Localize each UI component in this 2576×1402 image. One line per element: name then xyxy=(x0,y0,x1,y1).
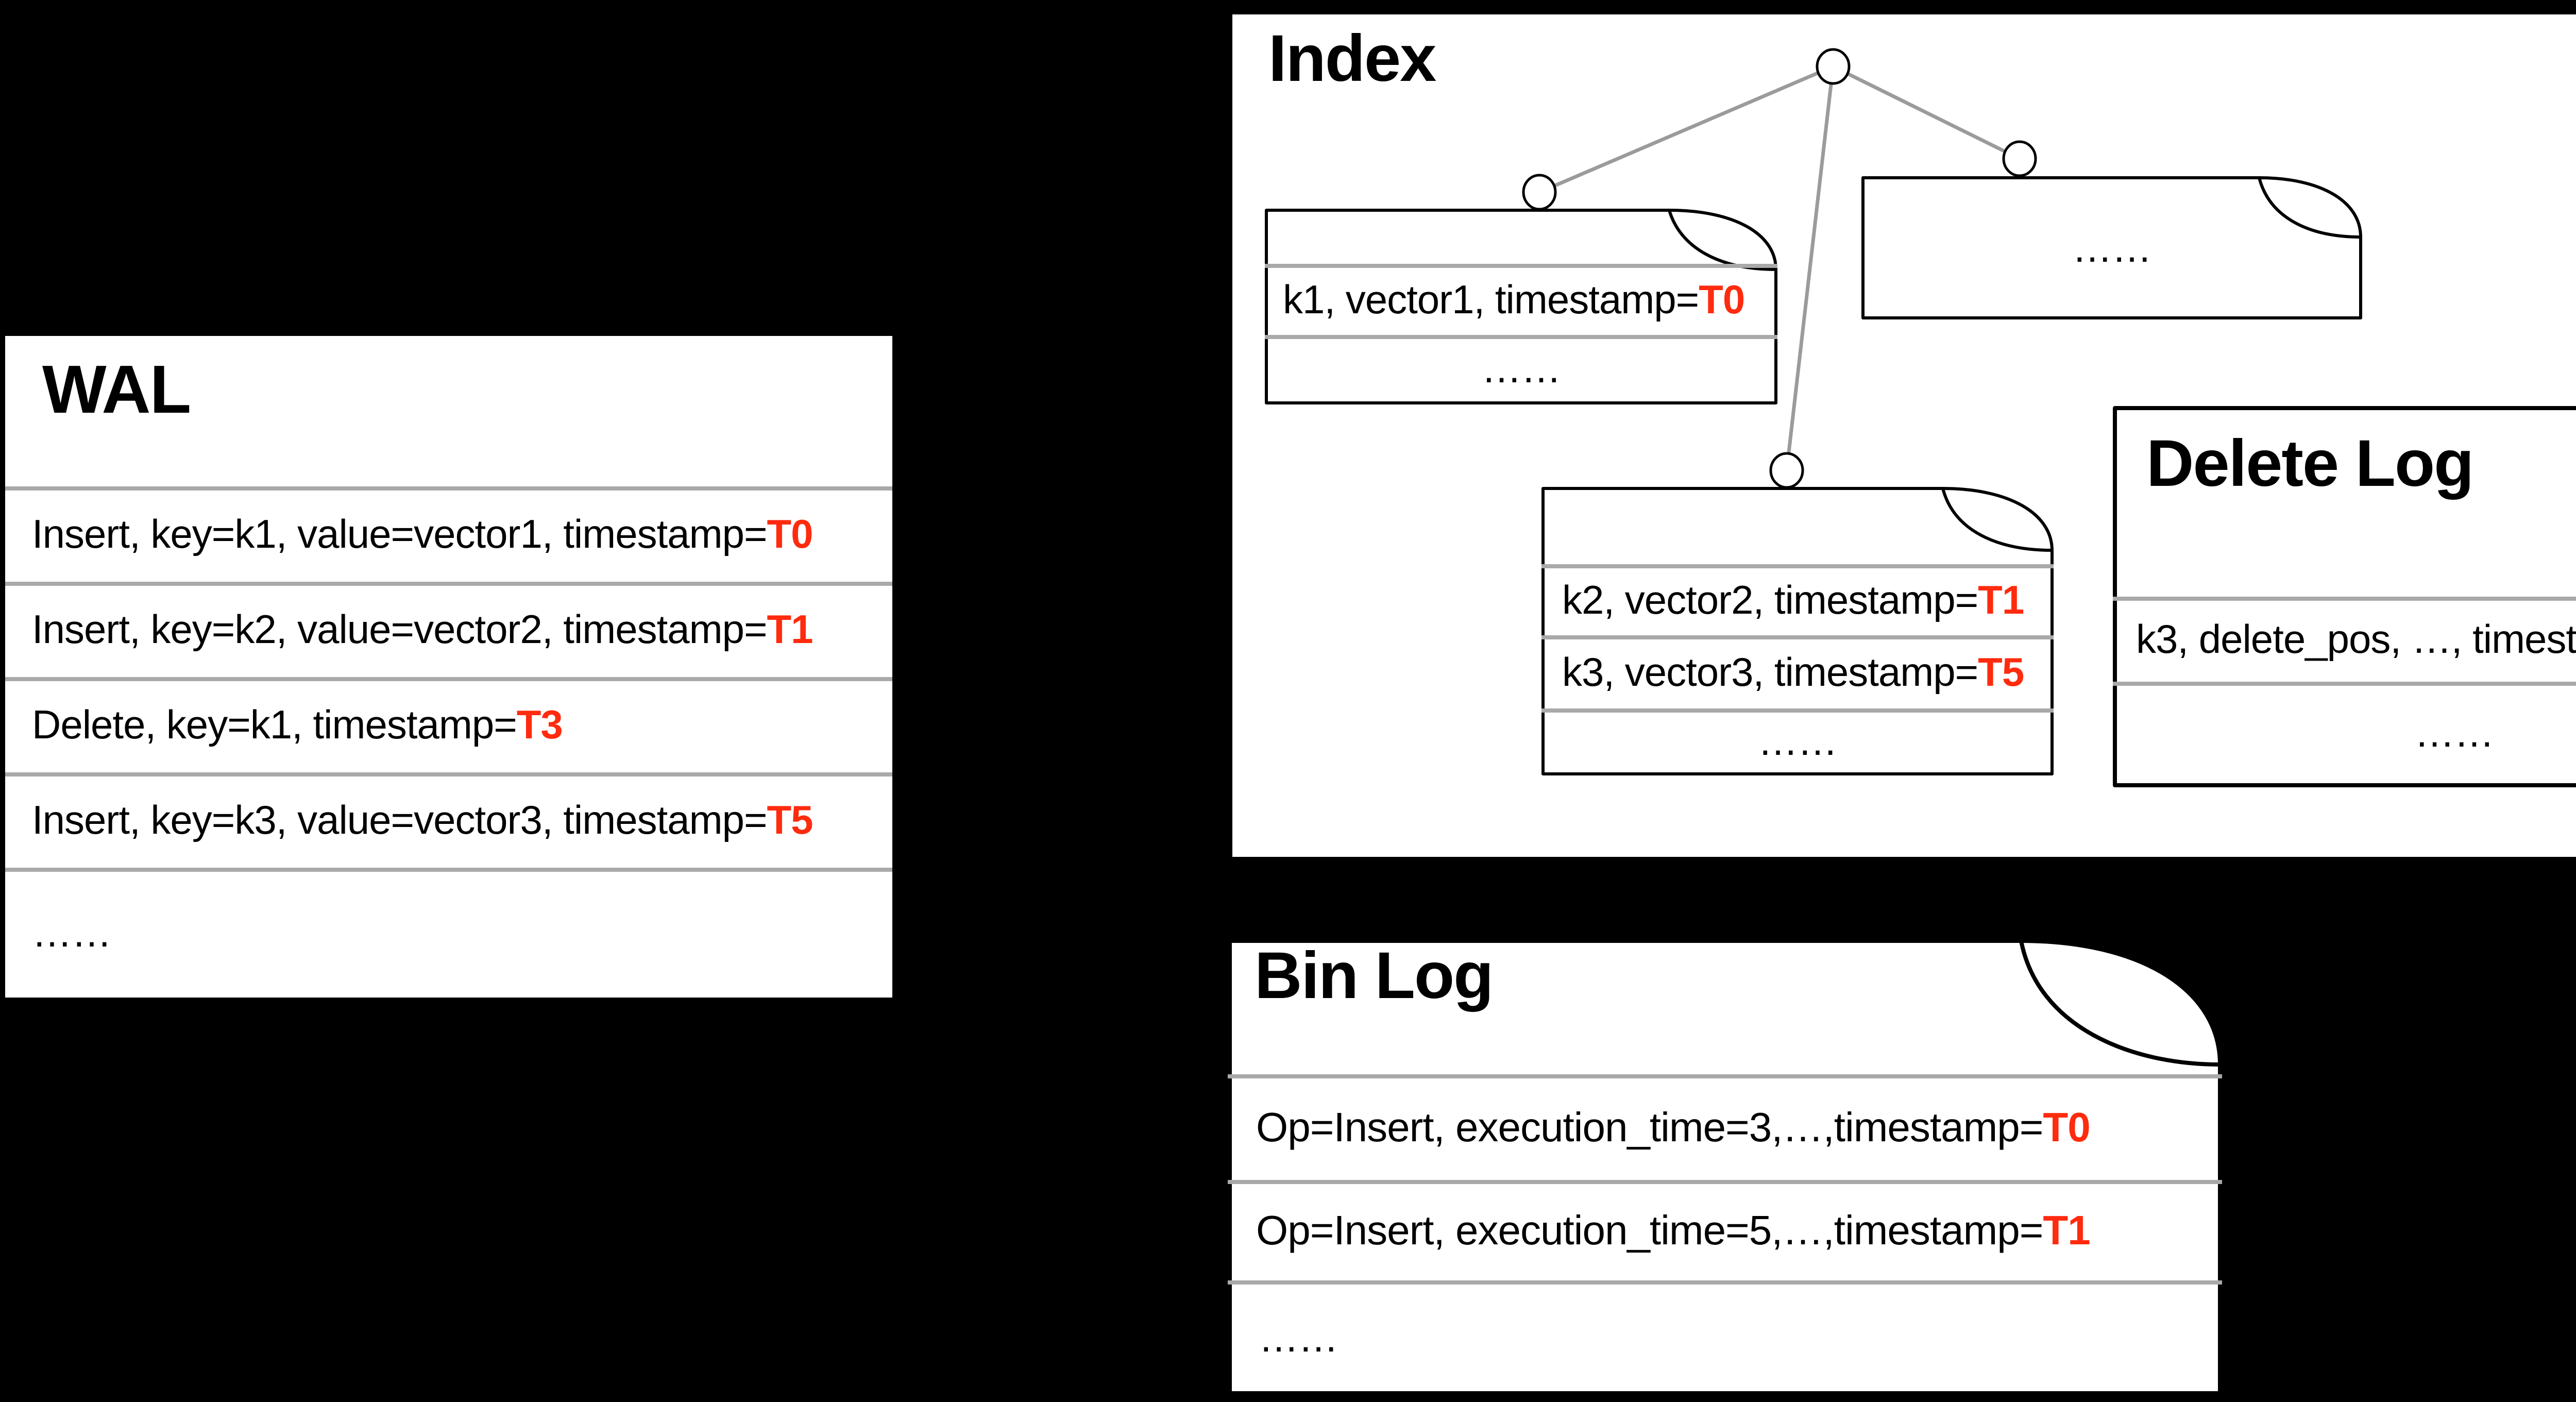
document-page-icon xyxy=(1265,209,1777,404)
entry-text: Op=Insert, execution_time=3,…,timestamp= xyxy=(1256,1104,2043,1150)
wal-title: WAL xyxy=(42,351,191,427)
entry-timestamp: T1 xyxy=(1978,577,2024,622)
doc-separator xyxy=(1228,1180,2222,1184)
folded-corner-icon xyxy=(2258,177,2361,239)
entry-timestamp: T0 xyxy=(1699,276,1745,322)
tree-node-icon xyxy=(1522,174,1557,211)
doc-separator xyxy=(1228,1280,2222,1285)
doc-separator xyxy=(1541,635,2054,639)
entry-timestamp: T1 xyxy=(2043,1207,2090,1253)
tree-edge xyxy=(1832,64,2021,161)
wal-row: Insert, key=k3, value=vector3, timestamp… xyxy=(5,772,919,868)
doc-separator xyxy=(1541,564,2054,568)
tree-edge xyxy=(1538,64,1834,194)
ellipsis-text: …… xyxy=(32,909,112,955)
wal-row-text: Insert, key=k3, value=vector3, timestamp… xyxy=(32,797,768,842)
doc-ellipsis-row: …… xyxy=(1861,176,2362,319)
doc-separator xyxy=(1265,264,1777,268)
folded-corner-icon xyxy=(1941,488,2053,552)
delete-log-doc: Delete Log k3, delete_pos, …, timestamp=… xyxy=(2113,406,2576,787)
delete-log-title: Delete Log xyxy=(2146,427,2474,500)
ellipsis-text: …… xyxy=(1481,345,1562,391)
doc-separator xyxy=(1228,1074,2222,1078)
folded-corner-icon xyxy=(2019,940,2221,1067)
index-title: Index xyxy=(1268,22,1436,95)
entry-text: k3, delete_pos, …, timestamp= xyxy=(2136,616,2576,662)
folded-corner-icon xyxy=(1668,210,1776,271)
wal-separator xyxy=(5,582,892,586)
doc-ellipsis-row: …… xyxy=(1541,708,2054,774)
ellipsis-text: …… xyxy=(2072,225,2152,271)
document-page-icon xyxy=(1861,176,2362,319)
wal-row-timestamp: T5 xyxy=(767,797,814,842)
index-tree xyxy=(1522,48,2037,489)
index-segment-doc-k1: k1, vector1, timestamp=T0 …… xyxy=(1265,209,1777,404)
index-entry-row: k2, vector2, timestamp=T1 xyxy=(1541,564,2074,635)
document-page-icon xyxy=(1228,939,2222,1395)
tree-root-node-icon xyxy=(1816,48,1851,85)
doc-ellipsis-row: …… xyxy=(1228,1280,2253,1395)
wal-row: Insert, key=k2, value=vector2, timestamp… xyxy=(5,582,919,677)
delete-log-row: k3, delete_pos, …, timestamp=T3 xyxy=(2113,597,2576,682)
bin-log-doc: Bin Log Op=Insert, execution_time=3,…,ti… xyxy=(1228,939,2222,1395)
wal-separator xyxy=(5,486,892,491)
document-page-icon xyxy=(1541,487,2054,775)
wal-separator xyxy=(5,677,892,681)
wal-ellipsis-row: …… xyxy=(5,868,919,998)
bin-log-title: Bin Log xyxy=(1255,939,1494,1012)
wal-row-timestamp: T0 xyxy=(767,511,814,556)
entry-text: k3, vector3, timestamp= xyxy=(1562,649,1978,695)
index-segment-doc-more: …… xyxy=(1861,176,2362,319)
doc-separator xyxy=(1541,708,2054,713)
wal-row-text: Insert, key=k2, value=vector2, timestamp… xyxy=(32,606,768,652)
index-entry-row: k1, vector1, timestamp=T0 xyxy=(1265,264,1795,335)
index-segment-doc-k2k3: k2, vector2, timestamp=T1 k3, vector3, t… xyxy=(1541,487,2054,775)
ellipsis-text: …… xyxy=(2414,710,2495,755)
entry-timestamp: T5 xyxy=(1978,649,2024,695)
doc-separator xyxy=(1265,335,1777,339)
bin-log-row: Op=Insert, execution_time=3,…,timestamp=… xyxy=(1228,1074,2250,1180)
wal-row-timestamp: T3 xyxy=(516,702,563,747)
tree-edge xyxy=(1785,66,1835,471)
index-entry-row: k3, vector3, timestamp=T5 xyxy=(1541,635,2074,708)
doc-separator xyxy=(2113,682,2576,686)
entry-timestamp: T0 xyxy=(2043,1104,2090,1150)
doc-ellipsis-row: …… xyxy=(2113,682,2576,784)
ellipsis-text: …… xyxy=(1259,1315,1338,1360)
wal-separator xyxy=(5,868,892,872)
entry-text: Op=Insert, execution_time=5,…,timestamp= xyxy=(1256,1207,2043,1253)
wal-row-text: Insert, key=k1, value=vector1, timestamp… xyxy=(32,511,768,556)
wal-row-timestamp: T1 xyxy=(767,606,814,652)
wal-row: Insert, key=k1, value=vector1, timestamp… xyxy=(5,486,919,582)
index-panel: Index k1, vector1, timestamp=T0 …… xyxy=(1232,14,2576,857)
doc-separator xyxy=(2113,597,2576,601)
tree-node-icon xyxy=(2002,140,2037,177)
wal-row: Delete, key=k1, timestamp=T3 xyxy=(5,677,919,772)
entry-text: k2, vector2, timestamp= xyxy=(1562,577,1978,622)
wal-row-text: Delete, key=k1, timestamp= xyxy=(32,702,517,747)
ellipsis-text: …… xyxy=(1758,718,1838,764)
bin-log-row: Op=Insert, execution_time=5,…,timestamp=… xyxy=(1228,1180,2250,1280)
wal-box: WAL Insert, key=k1, value=vector1, times… xyxy=(4,334,894,999)
entry-text: k1, vector1, timestamp= xyxy=(1283,276,1699,322)
doc-ellipsis-row: …… xyxy=(1265,335,1777,402)
tree-node-icon xyxy=(1769,452,1804,489)
wal-separator xyxy=(5,772,892,776)
